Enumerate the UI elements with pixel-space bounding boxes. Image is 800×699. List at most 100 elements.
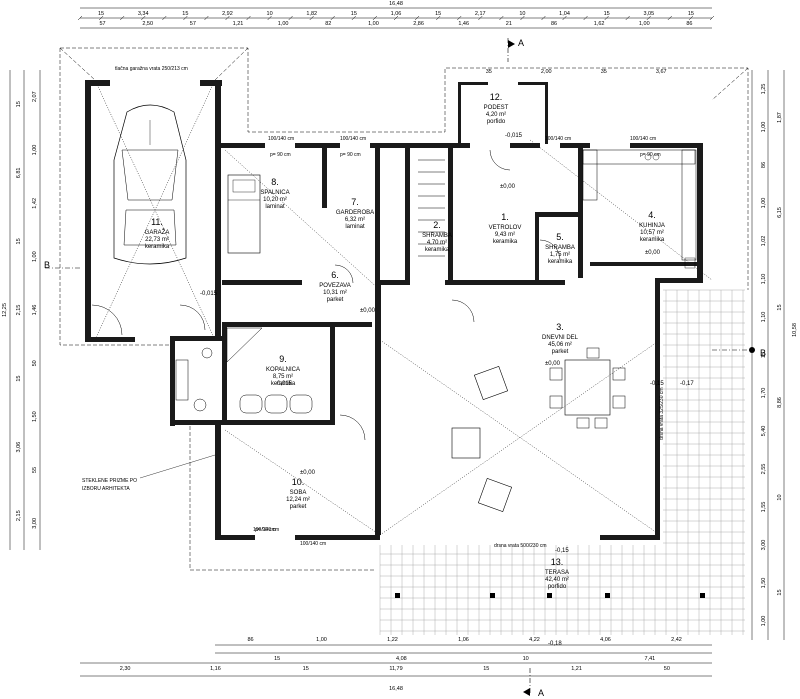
dimension-label: 3,00 [761, 540, 767, 551]
sill-note-2: p= 90 cm [340, 152, 361, 158]
room-floor: laminat [265, 204, 285, 210]
dimension-label: 2,15 [16, 510, 22, 521]
terrace-door-note: drsna vrata 500/230 cm [494, 543, 547, 549]
dimension-label: 1,00 [761, 616, 767, 627]
dimension-tick [562, 15, 567, 21]
level-podest: -0,015 [505, 133, 523, 139]
dimension-tick [414, 15, 420, 21]
terrace-tiles [379, 289, 745, 635]
level-outside: -0,18 [548, 641, 562, 647]
window-note-5: 100/140 cm [253, 527, 279, 533]
room-area: 9,43 m² [495, 232, 515, 238]
glass-note-line2: IZBORU ARHITEKTA [82, 486, 130, 492]
dimension-tick [499, 15, 504, 21]
dimension-label: 6,81 [16, 167, 22, 178]
right-total-dim: 10,58 [792, 323, 798, 337]
room-number: 13. [551, 557, 564, 567]
dimension-label: 4,08 [396, 656, 407, 662]
dimension-label: 1,46 [458, 21, 469, 27]
kitchen-counter [582, 149, 697, 269]
room-name: SHRAMBA [422, 233, 452, 239]
room-area: 4,70 m² [427, 240, 447, 246]
room-area: 6,32 m² [345, 217, 365, 223]
dining-table-icon [549, 347, 626, 429]
dimension-label: 2,86 [413, 21, 424, 27]
dimension-label: 35 [601, 69, 607, 75]
dimension-tick [246, 15, 251, 21]
dimension-label: 15 [483, 666, 489, 672]
room-area: 42,40 m² [545, 577, 569, 583]
room-name: GARDEROBA [336, 210, 374, 216]
room-floor: porfido [548, 584, 567, 590]
dimension-label: 2,55 [761, 464, 767, 475]
dimension-label: 1,02 [761, 236, 767, 247]
room-name: SOBA [290, 490, 307, 496]
dimension-label: 1,87 [777, 112, 783, 123]
dimension-tick [688, 15, 694, 21]
room-area: 12,24 m² [286, 497, 310, 503]
dimension-label: 1,00 [761, 122, 767, 133]
room-number: 10. [292, 477, 305, 487]
room-name: KUHINJA [639, 223, 665, 229]
dimension-label: 7,41 [645, 656, 656, 662]
dimension-label: 15 [16, 101, 22, 107]
dimension-tick [520, 15, 525, 21]
dimension-label: 1,16 [210, 666, 221, 672]
dimension-label: 1,25 [761, 84, 767, 95]
side-door-note: drsna vrata 325/230 cm [659, 387, 665, 440]
dimension-tick [309, 15, 314, 21]
dimension-label: 1,00 [32, 251, 38, 262]
dimension-label: 1,82 [306, 11, 317, 17]
door-swings [91, 149, 561, 441]
dimension-label: 1,50 [761, 578, 767, 589]
room-floor: keramika [425, 247, 450, 253]
dimension-label: 5,40 [761, 426, 767, 437]
section-b-right: B [760, 348, 766, 358]
room-number: 1. [501, 212, 509, 222]
room-area: 45,06 m² [548, 342, 572, 348]
level-soba: ±0,00 [300, 470, 316, 476]
section-markers: A A B B [44, 38, 766, 698]
right-dim-col2: 1,251,00861,001,021,101,10151,705,402,55… [761, 84, 767, 627]
dimension-label: 10 [777, 494, 783, 500]
dimension-tick [478, 15, 483, 21]
window-note-6: 100/140 cm [300, 541, 326, 547]
glass-note-line1: STEKLENE PRIZME PO [82, 478, 137, 484]
dimension-label: 1,00 [639, 21, 650, 27]
level-terasa-left: -0,15 [650, 381, 664, 387]
walls [85, 80, 703, 540]
room-floor: parket [552, 349, 569, 355]
level-entry: ±0,00 [500, 184, 516, 190]
dimension-label: 3,06 [16, 442, 22, 453]
garage-door-note: tlačna garažna vrata 250/213 cm [115, 66, 188, 72]
dimension-tick [457, 15, 462, 21]
dimension-tick [604, 15, 609, 21]
dimension-label: 1,06 [458, 637, 469, 643]
sill-note-1: p= 90 cm [270, 152, 291, 158]
dimension-label: 50 [664, 666, 670, 672]
room-floor: keramika [271, 381, 296, 387]
room-floor: parket [327, 297, 344, 303]
dimension-tick [583, 15, 588, 21]
dimension-label: 1,21 [571, 666, 582, 672]
room-number: 12. [490, 92, 503, 102]
dimension-tick [77, 15, 83, 21]
dimension-label: 35 [486, 69, 492, 75]
dimension-tick [667, 15, 673, 21]
dimension-label: 15 [274, 656, 280, 662]
dimension-tick [393, 15, 399, 21]
level-garaza: -0,015 [200, 291, 218, 297]
dimension-label: 86 [551, 21, 557, 27]
dimension-label: 1,00 [278, 21, 289, 27]
dimension-tick [351, 15, 357, 21]
dimension-tick [225, 15, 230, 21]
